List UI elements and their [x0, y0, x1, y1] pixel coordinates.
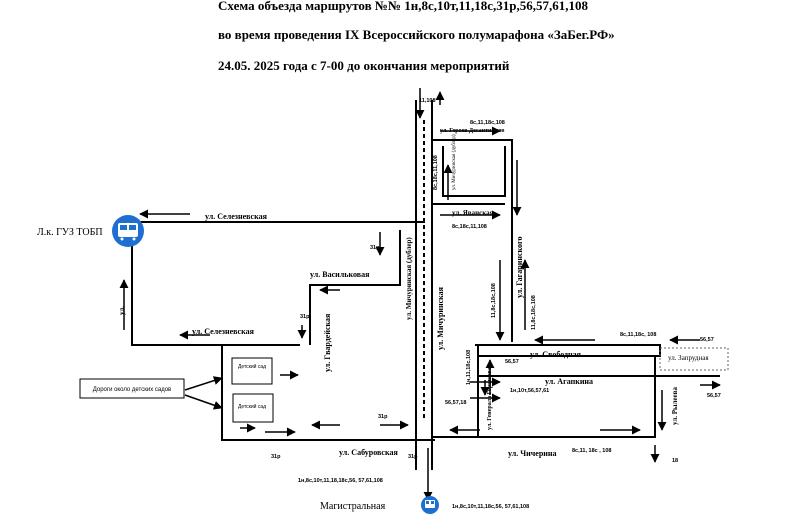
- kindergarten-1-label: Детский сад: [238, 363, 266, 370]
- bus-stop-icon-top: [112, 215, 144, 247]
- route-31p-e: 31р: [300, 314, 310, 320]
- street-yavanskaya-loop: [442, 146, 506, 197]
- route-8c-18c-11-108-mid: 8с,18с,11,108: [452, 224, 487, 230]
- title-line-1: Схема объезда маршрутов №№ 1н,8с,10т,11,…: [218, 0, 588, 13]
- street-left-vertical: [131, 240, 225, 346]
- street-label-yavanskaya: ул. Яванская: [452, 209, 494, 217]
- street-label-geroev: ул. Героев Десантников: [440, 128, 505, 134]
- route-56-57-c: 56,57: [707, 393, 721, 399]
- street-label-seleznevskaya-mid: ул. Селезневская: [192, 327, 255, 336]
- kindergarten-note: Дороги около детских садов: [93, 387, 171, 393]
- stop-bottom: Магистральная: [320, 501, 386, 512]
- route-31p-b: 31р: [378, 414, 388, 420]
- route-8c-11-18c-108-top: 8с,11,18с,108: [470, 120, 505, 126]
- kindergarten-note-box: [79, 378, 185, 399]
- street-label-gorshkova: ул. Генерала Горшкова: [487, 367, 493, 430]
- route-11-108-top: 11,108: [419, 98, 436, 104]
- detour-arrows: [119, 88, 721, 501]
- street-label-chicherina: ул. Чичерина: [508, 449, 557, 458]
- street-seleznevskaya-top: [139, 221, 425, 230]
- street-label-vasilkovaya: ул. Васильковая: [310, 270, 370, 279]
- street-geroev-desantnikov: [432, 139, 513, 200]
- route-56-57-b: 56,57: [700, 337, 714, 343]
- route-full-left: 1н,8с,10т,11,18,18с,56, 57,61,108: [298, 478, 383, 484]
- title-line-3: 24.05. 2025 года с 7-00 до окончания мер…: [218, 58, 510, 73]
- street-label-gvardeyskaya: ул. Гвардейская: [323, 313, 332, 372]
- route-8c-11-18c-108-right: 8с,11,18с, 108: [620, 332, 656, 338]
- street-network: [131, 100, 720, 470]
- kindergarten-box-2: [232, 393, 274, 423]
- street-vasilkovaya: [309, 230, 401, 345]
- route-56-57-a: 56,57: [505, 359, 519, 365]
- route-1n-11-18c-108: 1н,11,18с,108: [466, 350, 472, 385]
- route-31p-d: 31р: [408, 454, 418, 460]
- street-label-zaprudnaya: ул. Запрудная: [668, 354, 709, 362]
- street-label-gagarinskogo: ул. Гагаринского: [515, 237, 524, 298]
- route-11-8c-18c-108-vert2: 11,8с,18с,108: [531, 295, 537, 330]
- route-8c-11-18c-108-bottom: 8с,11, 18с , 108: [572, 448, 611, 454]
- title-line-2: во время проведения IX Всероссийского по…: [218, 27, 615, 42]
- kindergarten-2-label: Детский сад: [238, 403, 266, 410]
- route-18: 18: [672, 458, 678, 464]
- street-label-agapkina: ул. Агапкина: [545, 377, 593, 386]
- route-11-8c-18c-108-vert: 11,8с,18с,108: [491, 283, 497, 318]
- stop-top-left: Л.к. ГУЗ ТОБП: [37, 227, 103, 238]
- street-label-seleznevskaya-top: ул. Селезневская: [205, 212, 268, 221]
- arrow-sad-1: [184, 376, 223, 391]
- street-label-ul: ул.: [118, 306, 126, 315]
- route-8c-18c-11-108-vert: 8с,18с,11,108: [433, 155, 439, 190]
- street-label-michurinskaya-dubler: ул. Мичуринская (дублер): [405, 237, 413, 320]
- street-label-saburovskaya: ул. Сабуровская: [339, 448, 398, 457]
- street-label-svobodnaya: ул. Свободная: [530, 350, 582, 359]
- bus-stop-icon-bottom: [421, 496, 439, 514]
- route-31p-c: 31р: [271, 454, 281, 460]
- route-56-57-18: 56,57,18: [445, 400, 466, 406]
- route-31p-a: 31р: [370, 245, 380, 251]
- arrow-sad-2: [184, 394, 223, 410]
- zaprudnaya-box: [659, 347, 729, 371]
- route-full-bottom: 1н,8с,10т,11,18с,56, 57,61,108: [452, 504, 529, 510]
- route-1n-10t-56-57-61: 1н,10т,56,57,61: [510, 388, 549, 394]
- street-label-michurinskaya-small: ул. Мичуринская (дублер): [452, 134, 457, 190]
- route-labels: 11,108 8с,11,18с,108 8с,18с,11,108 8с,18…: [271, 98, 721, 510]
- street-label-michurinskaya: ул. Мичуринская: [436, 286, 445, 350]
- street-label-ryleeva: ул. Рылеева: [671, 387, 679, 425]
- kindergarten-box-1: [231, 357, 273, 385]
